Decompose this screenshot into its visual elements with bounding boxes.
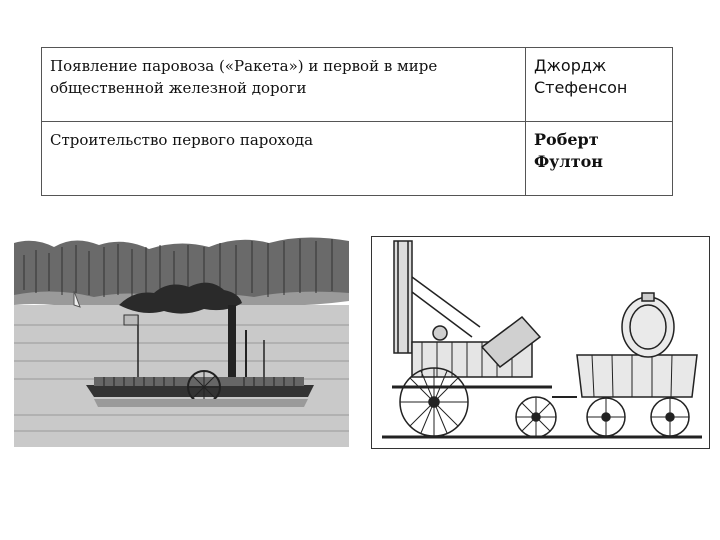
person-cell: Джордж Стефенсон bbox=[525, 47, 673, 122]
steamboat-illustration bbox=[14, 235, 349, 447]
locomotive-drawing bbox=[382, 240, 702, 439]
locomotive-illustration bbox=[371, 236, 710, 449]
table-row: Появление паровоза («Ракета») и первой в… bbox=[41, 47, 673, 122]
event-cell: Появление паровоза («Ракета») и первой в… bbox=[41, 47, 526, 122]
table-row: Строительство первого парохода Роберт Фу… bbox=[41, 121, 673, 196]
inventions-table: Появление паровоза («Ракета») и первой в… bbox=[41, 47, 673, 196]
steamboat-drawing bbox=[14, 237, 349, 447]
person-cell: Роберт Фултон bbox=[525, 121, 673, 196]
event-cell: Строительство первого парохода bbox=[41, 121, 526, 196]
